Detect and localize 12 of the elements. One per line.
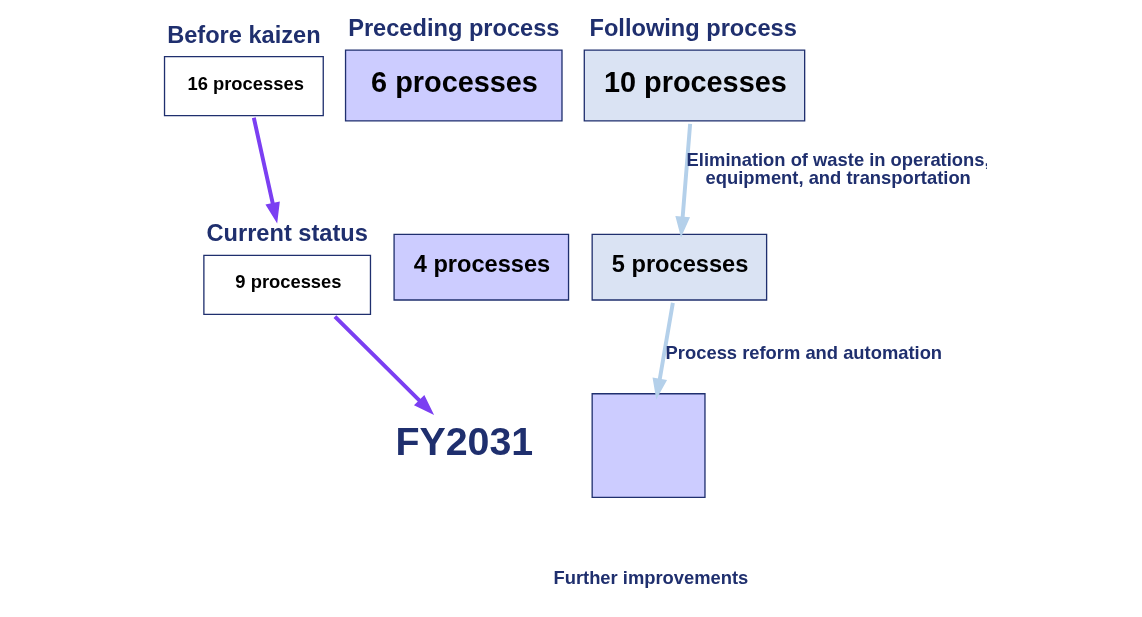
node-label: Before kaizen — [166, 21, 321, 48]
label: Further improvements — [552, 566, 748, 588]
arrow — [251, 117, 280, 224]
node-label: Preceding process — [347, 15, 559, 42]
edge-label: Process reform and automation — [665, 341, 942, 363]
node-label: Current status — [206, 220, 368, 247]
node-text: FY2031 — [394, 418, 533, 463]
node-box — [591, 393, 706, 499]
arrow — [652, 302, 675, 400]
node-label: Following process — [589, 15, 797, 42]
arrow — [333, 315, 434, 415]
arrow — [674, 123, 692, 238]
